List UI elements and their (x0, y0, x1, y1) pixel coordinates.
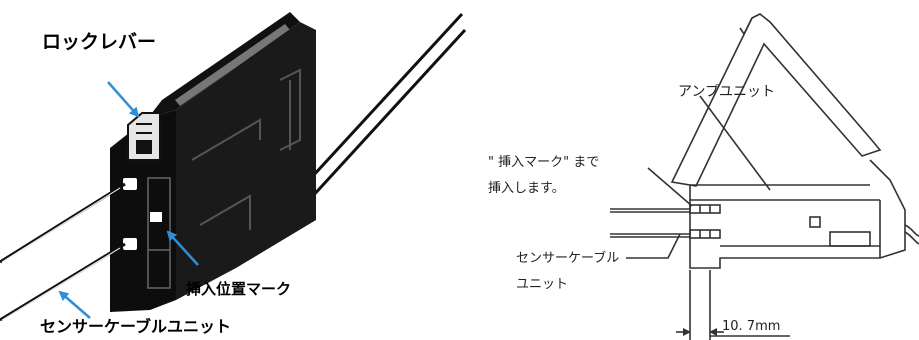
dimension-label: 10. 7mm (722, 319, 780, 334)
open-cover (670, 13, 882, 187)
insert-mark-leader (647, 167, 693, 207)
right-cable (904, 224, 919, 237)
rear-cables (298, 12, 467, 212)
amp-unit-label: アンプユニット (678, 84, 775, 100)
front-windows (123, 178, 162, 250)
sensor-cable-line1: センサーケーブル (516, 250, 619, 266)
lock-lever-label: ロックレバー (42, 31, 156, 53)
side-details (191, 68, 301, 230)
lock-lever (127, 112, 161, 161)
insert-instruction-line2: 挿入します。 (488, 181, 565, 196)
body-side-face (176, 22, 316, 300)
amp-unit-leader (699, 95, 771, 191)
lock-lever-arrow (107, 81, 140, 118)
insertion-mark-arrow (166, 230, 199, 266)
left-perspective-figure: ロックレバー 挿入位置マーク センサーケーブルユニット (0, 12, 467, 336)
sensor-cable-line2: ユニット (516, 277, 568, 292)
body-top-rail (175, 24, 290, 106)
amp-unit-body (689, 159, 906, 269)
sensor-cable-inner (1, 187, 121, 321)
insert-instruction-line1: " 挿入マーク" まで (488, 155, 599, 170)
sensor-cable-leader (626, 233, 681, 259)
sensor-cable-arrow (58, 290, 91, 319)
inserted-cable-connectors (610, 204, 721, 239)
sensor-cables (0, 182, 126, 322)
amplifier-body (110, 12, 316, 312)
body-top-face (148, 12, 300, 118)
sensor-cable-unit-label: センサーケーブルユニット (40, 317, 231, 336)
insertion-mark-label: 挿入位置マーク (186, 280, 291, 298)
right-side-view-figure (610, 13, 919, 340)
dimension-marker (676, 270, 790, 340)
